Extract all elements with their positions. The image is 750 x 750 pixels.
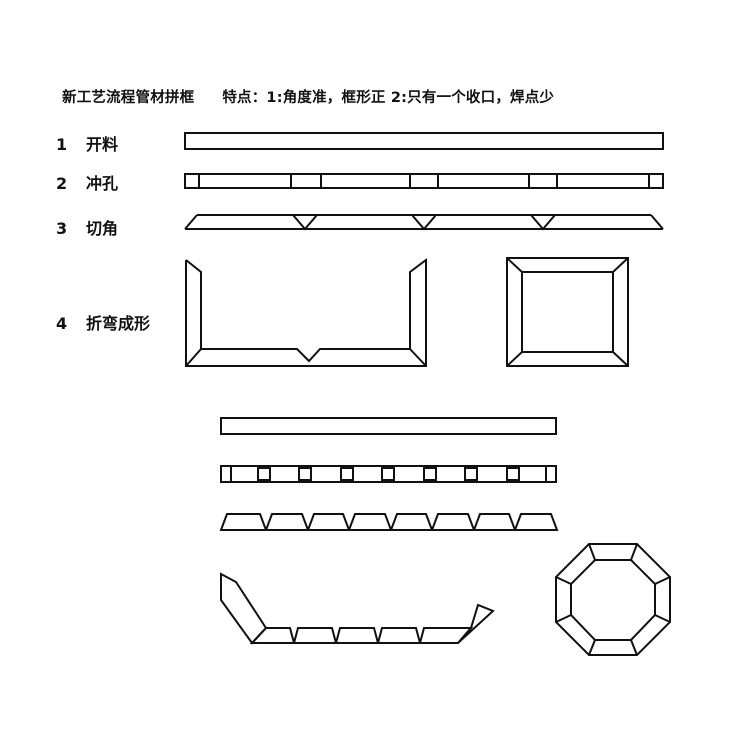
title-features: 特点：1:角度准，框形正 2:只有一个收口，焊点少 [222, 90, 555, 106]
v-notch [411, 214, 437, 231]
punch-hole [528, 173, 558, 189]
step-4-number: 4 [56, 314, 68, 333]
punch-hole [220, 465, 232, 483]
punch-hole [506, 467, 520, 481]
punch-hole [184, 173, 200, 189]
step3-angle-cut-tube [184, 214, 664, 231]
punch-hole [290, 173, 322, 189]
punch-hole [648, 173, 664, 189]
octagon-seq-angle-cut-tube [219, 513, 559, 531]
step-1-text: 开料 [86, 135, 119, 154]
step-2-text: 冲孔 [86, 174, 119, 193]
step-1-number: 1 [56, 135, 68, 154]
page-title: 新工艺流程管材拼框 特点：1:角度准，框形正 2:只有一个收口，焊点少 [62, 86, 554, 107]
step4-square-frame [506, 257, 629, 367]
octagon-seq-punched-tube [220, 465, 557, 483]
step-3-number: 3 [56, 219, 68, 238]
step-4-label: 4 折弯成形 [56, 310, 150, 334]
step-1-label: 1 开料 [56, 131, 118, 155]
punch-hole [409, 173, 439, 189]
punch-hole [381, 467, 395, 481]
punch-hole [464, 467, 478, 481]
step-3-label: 3 切角 [56, 215, 118, 239]
punch-hole [298, 467, 312, 481]
step-2-label: 2 冲孔 [56, 170, 118, 194]
punch-hole [545, 465, 557, 483]
step-4-text: 折弯成形 [86, 314, 151, 333]
punch-hole [423, 467, 437, 481]
octagon-seq-cut-tube [220, 417, 557, 435]
step4-bending-u-frame [185, 258, 427, 367]
octagon-seq-formed-octagon [555, 543, 671, 656]
step2-punched-tube [184, 173, 664, 189]
octagon-seq-bending-frame [220, 572, 495, 645]
punch-hole [257, 467, 271, 481]
title-process: 新工艺流程管材拼框 [62, 90, 195, 106]
v-notch [530, 214, 556, 231]
punch-hole [340, 467, 354, 481]
step1-cut-tube [184, 132, 664, 150]
v-notch [292, 214, 318, 231]
step-2-number: 2 [56, 174, 68, 193]
step-3-text: 切角 [86, 219, 119, 238]
